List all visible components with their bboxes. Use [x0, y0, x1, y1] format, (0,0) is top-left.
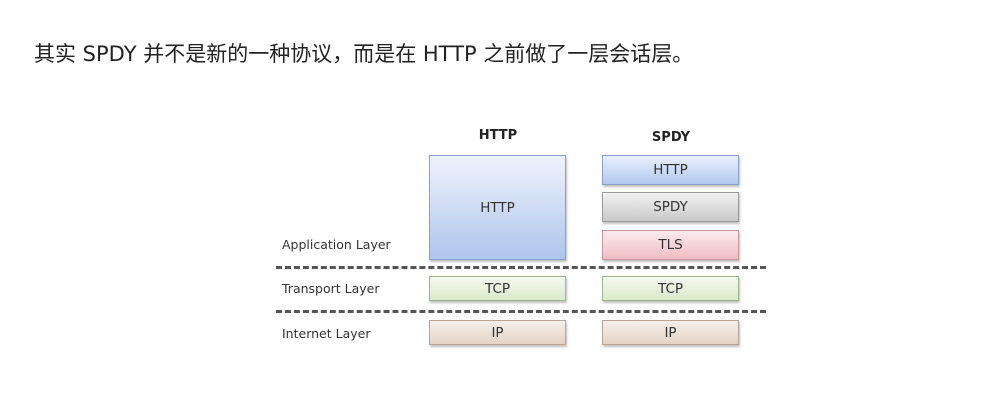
spdy-http-box: HTTP: [602, 155, 739, 185]
spdy-tls-box: TLS: [602, 230, 739, 260]
http-stack-title: HTTP: [478, 128, 518, 143]
http-tcp-box: TCP: [429, 276, 566, 301]
application-layer-label: Application Layer: [282, 237, 391, 252]
spdy-stack-title: SPDY: [651, 130, 691, 145]
intro-text: 其实 SPDY 并不是新的一种协议，而是在 HTTP 之前做了一层会话层。: [34, 42, 694, 66]
layer-divider-top: [276, 266, 766, 269]
internet-layer-label: Internet Layer: [282, 326, 371, 341]
http-application-box: HTTP: [429, 155, 566, 260]
spdy-session-box: SPDY: [602, 192, 739, 222]
spdy-ip-box: IP: [602, 320, 739, 345]
transport-layer-label: Transport Layer: [282, 281, 380, 296]
spdy-tcp-box: TCP: [602, 276, 739, 301]
http-ip-box: IP: [429, 320, 566, 345]
layer-divider-bottom: [276, 310, 766, 313]
